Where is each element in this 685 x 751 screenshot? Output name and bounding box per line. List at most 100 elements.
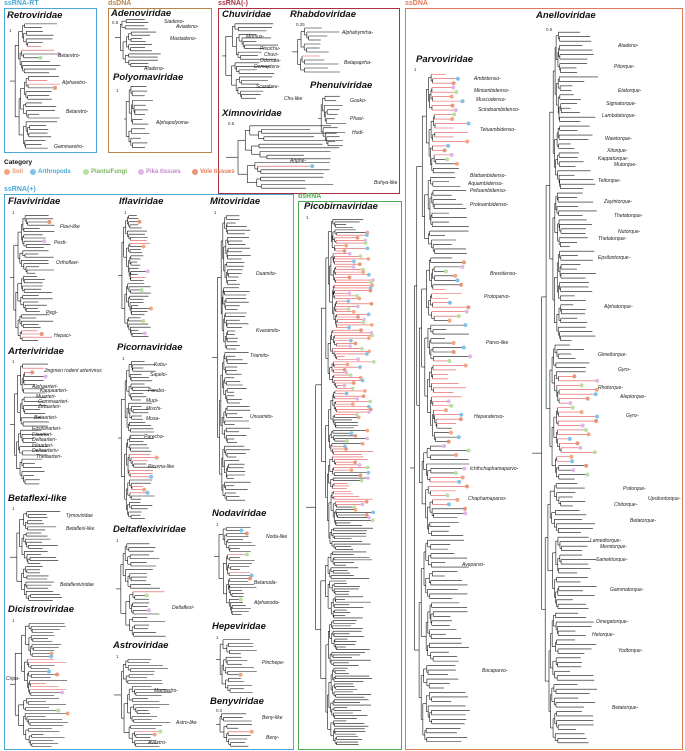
tip-dot (446, 502, 451, 507)
tip-dot (455, 76, 460, 81)
tip-dot (342, 249, 347, 253)
tip-dot (447, 318, 452, 323)
tree-betaflexi-like (10, 511, 62, 601)
clade-label: Betanoda- (254, 580, 278, 586)
tip-dot (43, 374, 48, 379)
tip-dot (570, 405, 575, 410)
tree-polyomaviridae (124, 86, 153, 148)
tip-dot (365, 233, 369, 238)
tip-dot (347, 275, 352, 280)
tip-dot (454, 90, 459, 95)
tip-dot (360, 378, 365, 383)
tip-dot (365, 436, 370, 441)
legend-item-soil: Soil (4, 169, 23, 175)
tip-dot (450, 103, 455, 108)
tip-dot (568, 401, 573, 406)
tip-dot (348, 344, 353, 348)
tip-dot (459, 282, 464, 287)
tip-dot (356, 315, 360, 319)
legend-item-arthropods: Arthropods (30, 169, 71, 175)
clade-label: Iotaarteri- (32, 443, 54, 449)
tree-rhabdoviridae (292, 27, 340, 73)
tip-dot (571, 468, 576, 473)
tree-parvoviridae (410, 73, 473, 743)
tip-dot (351, 402, 355, 406)
legend-title: Category (4, 159, 33, 166)
tip-dot (460, 264, 465, 269)
tip-dot (579, 410, 584, 415)
clade-label: Yodtorque- (618, 648, 643, 654)
tip-dot (158, 729, 163, 734)
tip-dot (359, 478, 364, 483)
tip-dot (460, 475, 465, 480)
tip-dot (347, 251, 352, 256)
clade-label: Betatorque- (630, 518, 657, 524)
tip-dot (238, 672, 243, 677)
tree-phenuiviridae (318, 95, 347, 147)
clade-label: Psitorque- (623, 486, 646, 492)
clade-label: Miniambidenso- (474, 88, 510, 94)
tip-dot (594, 387, 599, 392)
tree-chuviridae (222, 23, 279, 99)
clade-label: Anphe- (290, 158, 307, 164)
tip-dot (448, 430, 453, 435)
tip-dot (141, 318, 146, 323)
ssrna-neg-section (218, 8, 400, 194)
tip-dot (463, 511, 468, 516)
tip-dot (453, 108, 458, 113)
clade-label: Parecho- (144, 434, 165, 440)
clade-label: Thetatorque- (598, 236, 627, 242)
clade-label: Deltaarteri- (32, 437, 57, 443)
clade-label: Gammaarteri- (38, 399, 69, 405)
tip-dot (446, 143, 451, 148)
tip-dot (371, 510, 376, 515)
tree-arteriviridae (10, 363, 49, 485)
clade-label: Zetaarteri- (38, 404, 62, 410)
clade-label: Zayintorque- (604, 199, 633, 205)
tip-dot (345, 362, 350, 367)
tip-dot (450, 117, 455, 122)
tree-picobirnaviridae (306, 219, 376, 745)
clade-label: Atadeno- (618, 43, 639, 49)
clade-label: Scindoambidenso- (478, 107, 520, 113)
tip-dot (455, 278, 460, 283)
family-title-rhabdoviridae: Rhabdoviridae (290, 9, 356, 20)
tip-dot (466, 305, 471, 310)
family-title-phenuiviridae: Phenuiviridae (310, 80, 373, 91)
tip-dot (342, 367, 347, 372)
family-title-betaflexi-like: Betaflexi-like (8, 493, 67, 504)
tip-dot (365, 352, 369, 356)
clade-label: Sigmatorque- (606, 101, 637, 107)
tip-dot (449, 403, 454, 408)
tip-dot (443, 269, 448, 274)
scale-hepe: 1 (216, 635, 219, 640)
tree-picornaviridae (118, 361, 159, 519)
tip-dot (585, 472, 590, 477)
tip-dot (347, 291, 352, 296)
tip-dot (586, 432, 591, 437)
clade-label: Betaretro- (66, 109, 89, 115)
tip-dot (462, 506, 467, 511)
pika-swatch-icon (138, 169, 144, 175)
clade-label: Parabo- (148, 388, 166, 394)
tip-dot (355, 235, 360, 240)
tip-dot (367, 336, 371, 340)
tree-hepeviridae (216, 639, 257, 693)
tip-dot (368, 399, 373, 404)
tip-dot (56, 708, 61, 713)
clade-label: Flavi-like (60, 224, 80, 230)
tip-dot (353, 341, 358, 346)
clade-label: Aveparvo- (462, 562, 485, 568)
family-title-retroviridae: Retroviridae (7, 10, 63, 21)
clade-label: Parvo-like (486, 340, 509, 346)
clade-label: Hudi- (352, 130, 364, 136)
tree-anelloviridae (532, 31, 600, 744)
tip-dot (366, 470, 371, 475)
clade-label: Xitorque- (607, 148, 628, 154)
tip-dot (567, 436, 572, 441)
tip-dot (366, 476, 370, 480)
clade-label: Siadeno- (164, 19, 185, 25)
scale-dicistro: 1 (12, 618, 15, 623)
tip-dot (358, 375, 363, 380)
tip-dot (348, 373, 353, 377)
